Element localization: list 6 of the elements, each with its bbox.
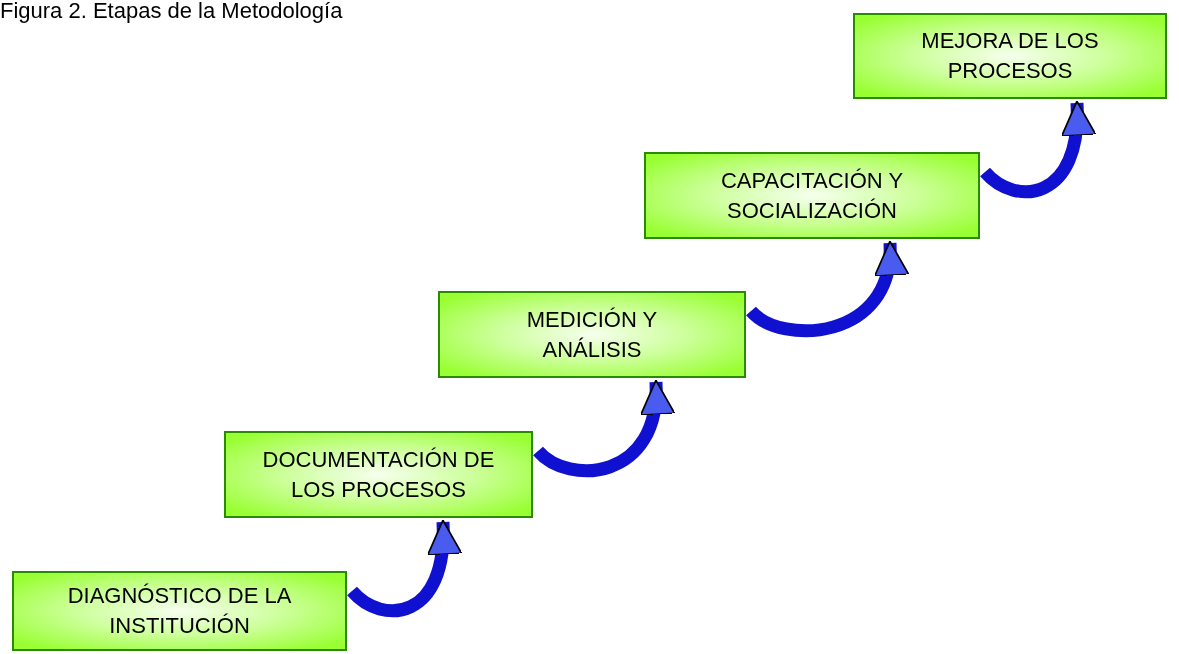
figure-title: Figura 2. Etapas de la Metodología [0, 0, 343, 22]
stage-box: MEJORA DE LOS PROCESOS [853, 13, 1167, 99]
stage-box: MEDICIÓN Y ANÁLISIS [438, 291, 746, 378]
stage-box: DOCUMENTACIÓN DE LOS PROCESOS [224, 431, 533, 518]
stage-box: DIAGNÓSTICO DE LA INSTITUCIÓN [12, 571, 347, 651]
stage-box: CAPACITACIÓN Y SOCIALIZACIÓN [644, 152, 980, 239]
